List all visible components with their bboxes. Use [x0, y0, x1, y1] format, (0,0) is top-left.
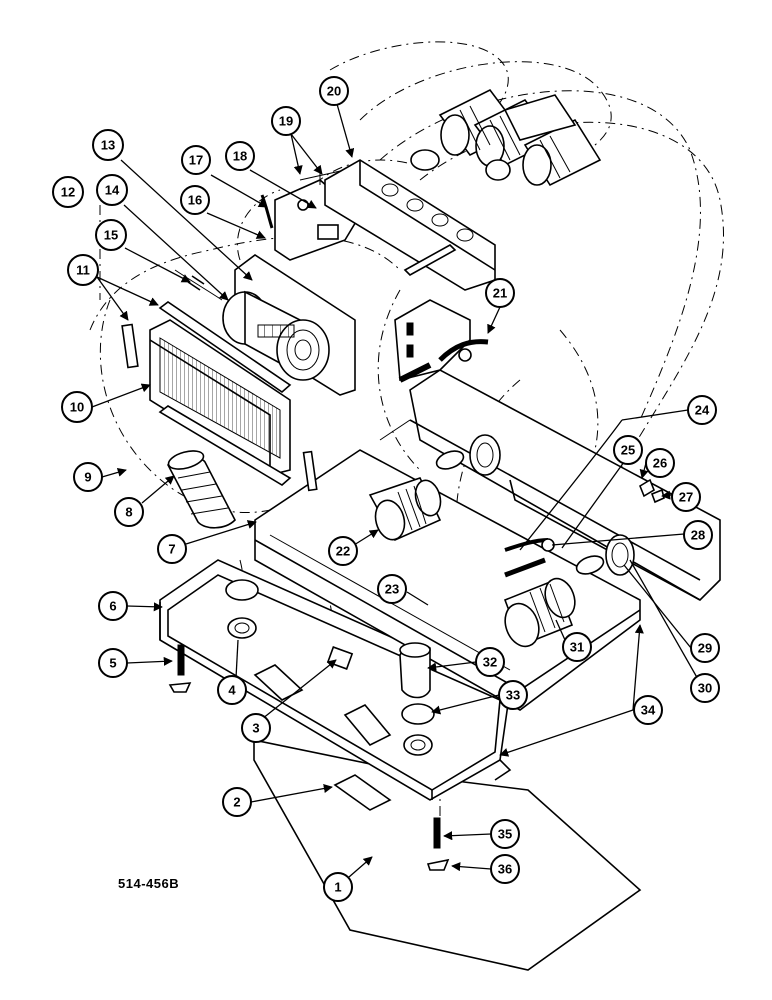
- callout-3: 3: [241, 713, 271, 743]
- svg-text:33: 33: [506, 688, 520, 703]
- hose-22: [368, 477, 442, 542]
- svg-text:1: 1: [334, 880, 341, 895]
- callout-10: 10: [61, 391, 93, 423]
- callout-25: 25: [613, 435, 643, 465]
- callout-1: 1: [323, 872, 353, 902]
- svg-text:11: 11: [76, 263, 90, 278]
- callout-29: 29: [690, 633, 720, 663]
- svg-text:34: 34: [641, 703, 656, 718]
- callout-32: 32: [475, 647, 505, 677]
- svg-text:18: 18: [233, 149, 247, 164]
- callout-35: 35: [490, 819, 520, 849]
- callout-13: 13: [92, 129, 124, 161]
- callout-28: 28: [683, 520, 713, 550]
- callout-9: 9: [73, 462, 103, 492]
- svg-text:16: 16: [188, 193, 202, 208]
- svg-text:31: 31: [570, 640, 584, 655]
- hose-32: [399, 642, 431, 699]
- callout-8: 8: [114, 497, 144, 527]
- callout-31: 31: [562, 632, 592, 662]
- svg-text:23: 23: [385, 582, 399, 597]
- callout-17: 17: [181, 145, 211, 175]
- mounting-bracket: [394, 299, 489, 383]
- callout-15: 15: [95, 219, 127, 251]
- callout-34: 34: [633, 695, 663, 725]
- svg-text:3: 3: [252, 721, 259, 736]
- svg-text:24: 24: [695, 403, 710, 418]
- hose-8: [166, 450, 236, 529]
- callout-20: 20: [319, 76, 349, 106]
- svg-text:21: 21: [493, 286, 507, 301]
- svg-text:15: 15: [104, 228, 118, 243]
- callout-11: 11: [67, 254, 99, 286]
- seal-strips: [121, 301, 318, 492]
- svg-text:6: 6: [109, 599, 116, 614]
- svg-text:10: 10: [70, 400, 84, 415]
- leader-lines: [91, 103, 704, 878]
- svg-text:25: 25: [621, 443, 635, 458]
- callout-27: 27: [671, 482, 701, 512]
- callout-5: 5: [98, 648, 128, 678]
- fittings-right: [435, 434, 665, 578]
- svg-text:32: 32: [483, 655, 497, 670]
- svg-text:9: 9: [84, 470, 91, 485]
- svg-text:22: 22: [336, 544, 350, 559]
- callout-33: 33: [498, 680, 528, 710]
- callout-21: 21: [485, 278, 515, 308]
- callout-12: 12: [52, 176, 84, 208]
- blower-assembly: [174, 254, 356, 396]
- callout-18: 18: [225, 141, 255, 171]
- svg-text:19: 19: [279, 114, 293, 129]
- callout-2: 2: [222, 787, 252, 817]
- svg-text:5: 5: [109, 656, 116, 671]
- svg-text:27: 27: [679, 490, 693, 505]
- lower-fittings: [168, 579, 450, 871]
- svg-text:8: 8: [125, 505, 132, 520]
- filter-element: [149, 319, 291, 476]
- callout-30: 30: [690, 673, 720, 703]
- callout-26: 26: [645, 448, 675, 478]
- svg-text:29: 29: [698, 641, 712, 656]
- hose-31: [503, 577, 576, 648]
- svg-text:13: 13: [101, 138, 115, 153]
- callout-22: 22: [328, 536, 358, 566]
- svg-text:28: 28: [691, 528, 705, 543]
- svg-text:2: 2: [233, 795, 240, 810]
- svg-text:35: 35: [498, 827, 512, 842]
- callout-23: 23: [377, 574, 407, 604]
- callout-14: 14: [96, 174, 128, 206]
- callout-36: 36: [490, 854, 520, 884]
- svg-text:14: 14: [105, 183, 120, 198]
- callout-6: 6: [98, 591, 128, 621]
- svg-text:17: 17: [189, 153, 203, 168]
- svg-text:26: 26: [653, 456, 667, 471]
- callout-19: 19: [271, 106, 301, 136]
- svg-text:36: 36: [498, 862, 512, 877]
- callout-4: 4: [217, 675, 247, 705]
- callout-24: 24: [687, 395, 717, 425]
- callout-16: 16: [180, 185, 210, 215]
- svg-text:4: 4: [228, 683, 236, 698]
- callout-7: 7: [157, 534, 187, 564]
- svg-text:30: 30: [698, 681, 712, 696]
- svg-text:7: 7: [168, 542, 175, 557]
- drawing-code-label: 514-456B: [118, 876, 180, 891]
- upper-duct-group: [410, 88, 602, 187]
- svg-text:20: 20: [327, 84, 341, 99]
- svg-text:12: 12: [61, 185, 75, 200]
